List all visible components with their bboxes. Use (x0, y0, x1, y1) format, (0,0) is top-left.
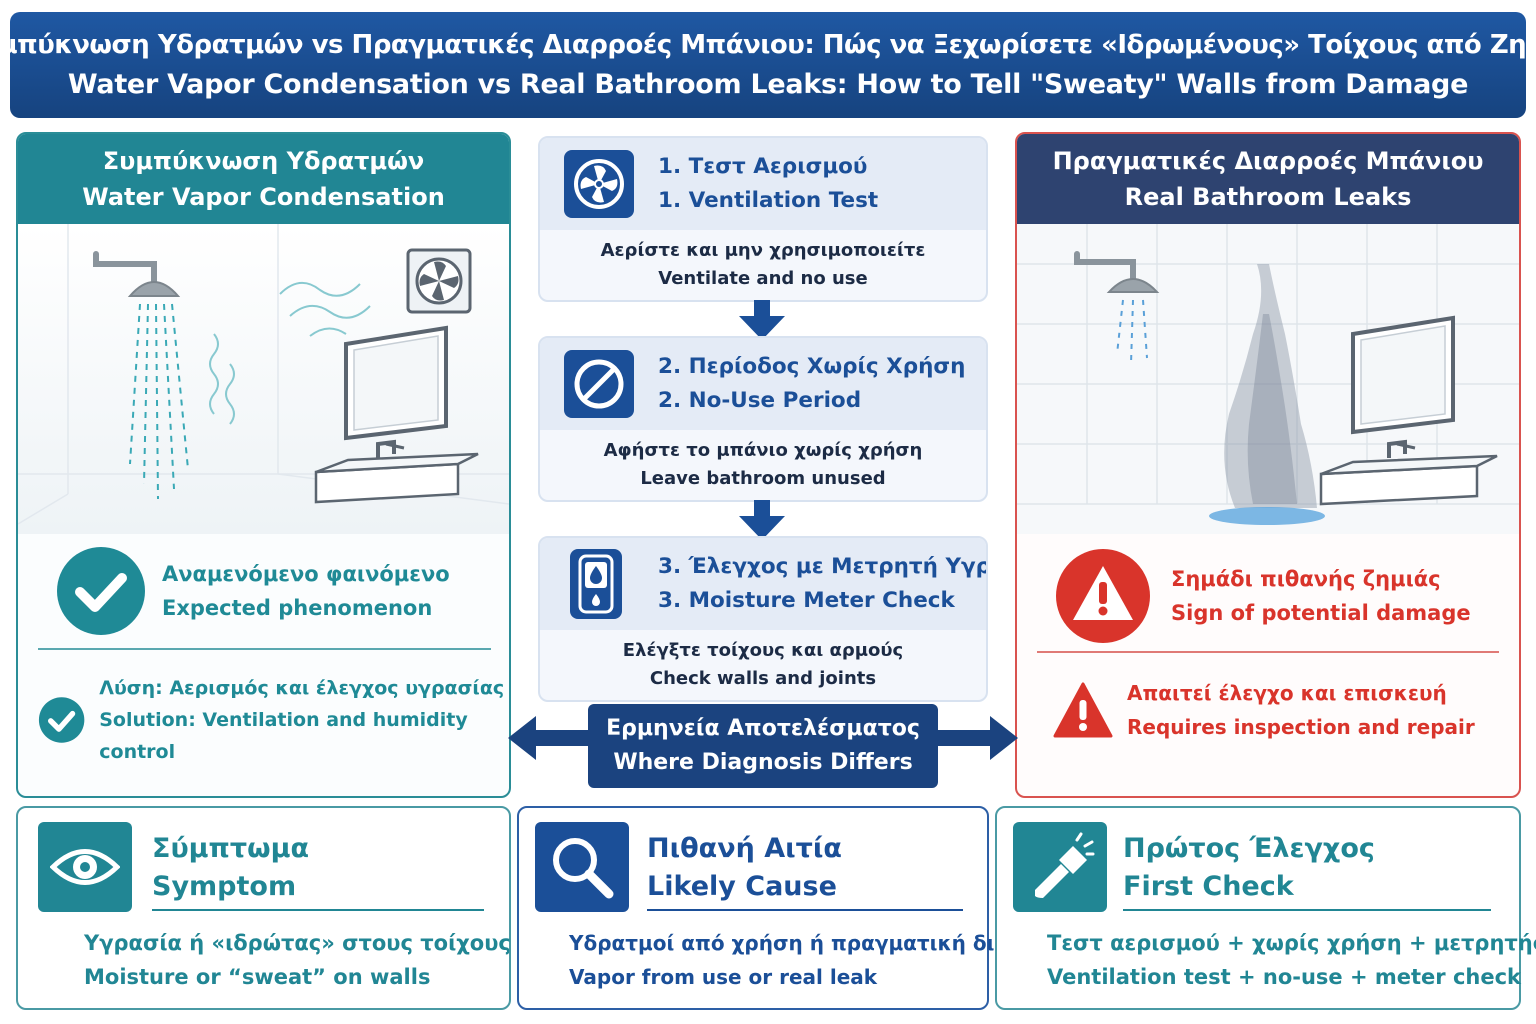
warning-triangle-icon (1053, 682, 1113, 738)
symptom-text-english: Moisture or “sweat” on walls (84, 965, 431, 989)
step-1-title-english: 1. Ventilation Test (658, 188, 879, 213)
condensation-panel-header: Συμπύκνωση Υδρατμών Water Vapor Condensa… (18, 134, 509, 224)
fan-icon (564, 150, 634, 218)
step-3-title-english: 3. Moisture Meter Check (658, 588, 955, 613)
cause-title-greek: Πιθανή Αιτία (647, 833, 842, 864)
step-3-title-greek: 3. Έλεγχος με Μετρητή Υγρασίας (658, 554, 986, 579)
inspection-greek: Απαιτεί έλεγχο και επισκευή (1127, 681, 1447, 705)
first-check-text-english: Ventilation test + no-use + meter check (1047, 965, 1521, 989)
symptom-text-greek: Υγρασία ή «ιδρώτας» στους τοίχους (84, 931, 511, 955)
solution-greek: Λύση: Αερισμός και έλεγχος υγρασίας (99, 677, 505, 699)
cause-text-english: Vapor from use or real leak (569, 965, 878, 989)
step-2-desc-english: Leave bathroom unused (640, 468, 886, 489)
step-1-desc-english: Ventilate and no use (658, 268, 868, 289)
condensation-panel: Συμπύκνωση Υδρατμών Water Vapor Condensa… (16, 132, 511, 798)
leak-status-english: Sign of potential damage (1171, 601, 1471, 625)
leak-title-greek: Πραγματικές Διαρροές Μπάνιου (1052, 147, 1484, 175)
leak-title-english: Real Bathroom Leaks (1124, 183, 1412, 211)
mirror-icon (1351, 315, 1455, 435)
title-english: Water Vapor Condensation vs Real Bathroo… (67, 69, 1469, 100)
cause-title-english: Likely Cause (647, 871, 837, 902)
symptom-title-greek: Σύμπτωμα (152, 833, 310, 864)
leak-divider (1037, 651, 1499, 653)
cause-text-greek: Υδρατμοί από χρήση ή πραγματική διαρροή (569, 931, 1065, 955)
inspection-row: Απαιτεί έλεγχο και επισκευή Requires ins… (1053, 676, 1475, 744)
interpretation-box: Ερμηνεία Αποτελέσματος Where Diagnosis D… (588, 704, 938, 788)
shower-head-icon (1074, 251, 1160, 293)
symptom-rule (152, 909, 484, 911)
solution-row: Λύση: Αερισμός και έλεγχος υγρασίας Solu… (38, 672, 509, 768)
title-banner: Συμπύκνωση Υδρατμών vs Πραγματικές Διαρρ… (0, 12, 1536, 118)
symptom-card: Σύμπτωμα Symptom Υγρασία ή «ιδρώτας» στο… (16, 806, 511, 1010)
step-1-desc-greek: Αερίστε και μην χρησιμοποιείτε (600, 240, 926, 261)
step-3-desc-greek: Ελέγξτε τοίχους και αρμούς (622, 640, 904, 661)
condensation-divider (38, 648, 491, 650)
magnifier-icon (535, 822, 629, 912)
step-3-header: 3. Έλεγχος με Μετρητή Υγρασίας 3. Moistu… (540, 538, 986, 630)
likely-cause-card: Πιθανή Αιτία Likely Cause Υδρατμοί από χ… (517, 806, 1065, 1010)
step-moisture-meter-check: 3. Έλεγχος με Μετρητή Υγρασίας 3. Moistu… (538, 536, 988, 702)
condensation-title-english: Water Vapor Condensation (82, 183, 445, 211)
leak-bathroom-illustration (1017, 224, 1519, 534)
condensation-title-greek: Συμπύκνωση Υδρατμών (102, 147, 425, 175)
moisture-meter-icon (570, 549, 622, 619)
leak-panel-header: Πραγματικές Διαρροές Μπάνιου Real Bathro… (1017, 134, 1519, 224)
sink-icon (1319, 439, 1498, 506)
step-1-header: 1. Τεστ Αερισμού 1. Ventilation Test (540, 138, 986, 230)
cause-rule (647, 909, 963, 911)
down-arrow-icon (739, 300, 785, 340)
check-circle-icon (57, 547, 145, 635)
step-2-header: 2. Περίοδος Χωρίς Χρήση 2. No-Use Period (540, 338, 986, 430)
warning-circle-icon (1056, 549, 1150, 643)
solution-english: Solution: Ventilation and humidity contr… (99, 709, 468, 763)
step-2-desc-greek: Αφήστε το μπάνιο χωρίς χρήση (603, 440, 923, 461)
flashlight-icon (1013, 822, 1107, 912)
symptom-title-english: Symptom (152, 871, 297, 902)
interpretation-english: Where Diagnosis Differs (613, 750, 913, 775)
first-check-title-greek: Πρώτος Έλεγχος (1123, 833, 1375, 864)
mirror-icon (344, 325, 448, 441)
check-circle-small-icon (38, 697, 85, 743)
first-check-card: Πρώτος Έλεγχος First Check Τεστ αερισμού… (995, 806, 1536, 1010)
sink-icon (314, 439, 479, 504)
potential-damage-row: Σημάδι πιθανής ζημιάς Sign of potential … (1055, 548, 1471, 644)
step-3-desc-english: Check walls and joints (649, 668, 877, 689)
inspection-english: Requires inspection and repair (1127, 715, 1475, 739)
step-1-title-greek: 1. Τεστ Αερισμού (658, 154, 868, 179)
first-check-title-english: First Check (1123, 871, 1294, 902)
step-2-title-english: 2. No-Use Period (658, 388, 862, 413)
step-ventilation-test: 1. Τεστ Αερισμού 1. Ventilation Test Αερ… (538, 136, 988, 302)
leak-panel: Πραγματικές Διαρροές Μπάνιου Real Bathro… (1015, 132, 1521, 798)
interpretation-greek: Ερμηνεία Αποτελέσματος (606, 716, 920, 741)
leak-status-greek: Σημάδι πιθανής ζημιάς (1171, 567, 1441, 591)
condensation-bathroom-illustration (18, 224, 509, 534)
no-entry-icon (564, 350, 634, 418)
step-2-title-greek: 2. Περίοδος Χωρίς Χρήση (658, 354, 966, 379)
condensation-status-greek: Αναμενόμενο φαινόμενο (162, 562, 450, 586)
left-arrow-icon (508, 716, 590, 760)
right-arrow-icon (936, 716, 1018, 760)
title-greek: Συμπύκνωση Υδρατμών vs Πραγματικές Διαρρ… (0, 30, 1536, 60)
down-arrow-icon (739, 500, 785, 540)
exhaust-fan-icon (406, 248, 472, 314)
first-check-text-greek: Τεστ αερισμού + χωρίς χρήση + μετρητής (1047, 931, 1536, 955)
condensation-status-english: Expected phenomenon (162, 596, 433, 620)
eye-icon (38, 822, 132, 912)
first-check-rule (1123, 909, 1491, 911)
shower-head-icon (93, 251, 181, 297)
step-no-use-period: 2. Περίοδος Χωρίς Χρήση 2. No-Use Period… (538, 336, 988, 502)
expected-phenomenon-row: Αναμενόμενο φαινόμενο Expected phenomeno… (56, 546, 450, 636)
